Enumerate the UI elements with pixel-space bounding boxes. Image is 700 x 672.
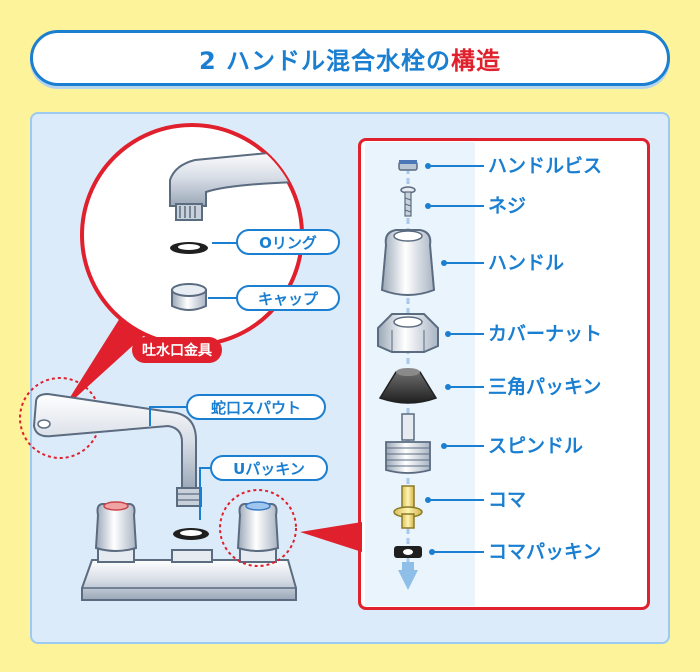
part-label-screw: ネジ xyxy=(488,195,527,217)
part-label-koma-packing: コマパッキン xyxy=(488,541,602,563)
spout-fitting-tag: 吐水口金具 xyxy=(132,337,222,363)
spout-tip-illustration xyxy=(169,148,301,221)
title-accent-text: 構造 xyxy=(451,46,502,75)
faucet-illustration xyxy=(32,392,297,601)
part-label-spindle: スピンドル xyxy=(488,435,584,457)
spout-label: 蛇口スパウト xyxy=(210,398,301,417)
part-label-koma: コマ xyxy=(488,489,527,511)
spout-detail-circle xyxy=(62,123,304,410)
cap-illustration xyxy=(171,283,207,311)
exploded-parts-illustration xyxy=(377,160,439,590)
detail-pointer xyxy=(62,318,150,410)
part-leader-dots xyxy=(425,163,451,555)
title-main-text: 2 ハンドル混合水栓の xyxy=(198,46,452,75)
cap-label: キャップ xyxy=(257,289,318,308)
handle-highlight-ring xyxy=(219,489,297,567)
part-label-handle-screw: ハンドルビス xyxy=(488,155,603,177)
cap-callout: キャップ xyxy=(236,285,340,311)
u-packing-leader xyxy=(199,467,212,520)
spout-callout: 蛇口スパウト xyxy=(186,394,326,420)
part-leader-lines xyxy=(428,165,484,553)
page-title: 2 ハンドル混合水栓の構造 xyxy=(30,30,670,86)
part-label-handle: ハンドル xyxy=(488,252,565,274)
o-ring-illustration xyxy=(170,242,208,254)
spout-leader xyxy=(149,406,188,426)
part-label-cover-nut: カバーナット xyxy=(488,323,603,345)
o-ring-callout: Oリング xyxy=(236,229,340,255)
o-ring-label: Oリング xyxy=(259,233,317,252)
part-label-triangle-packing: 三角パッキン xyxy=(488,376,602,398)
u-packing-label: Uパッキン xyxy=(233,459,305,478)
u-packing-callout: Uパッキン xyxy=(210,455,328,481)
handle-pointer xyxy=(300,522,362,552)
spout-fitting-label: 吐水口金具 xyxy=(142,343,212,359)
